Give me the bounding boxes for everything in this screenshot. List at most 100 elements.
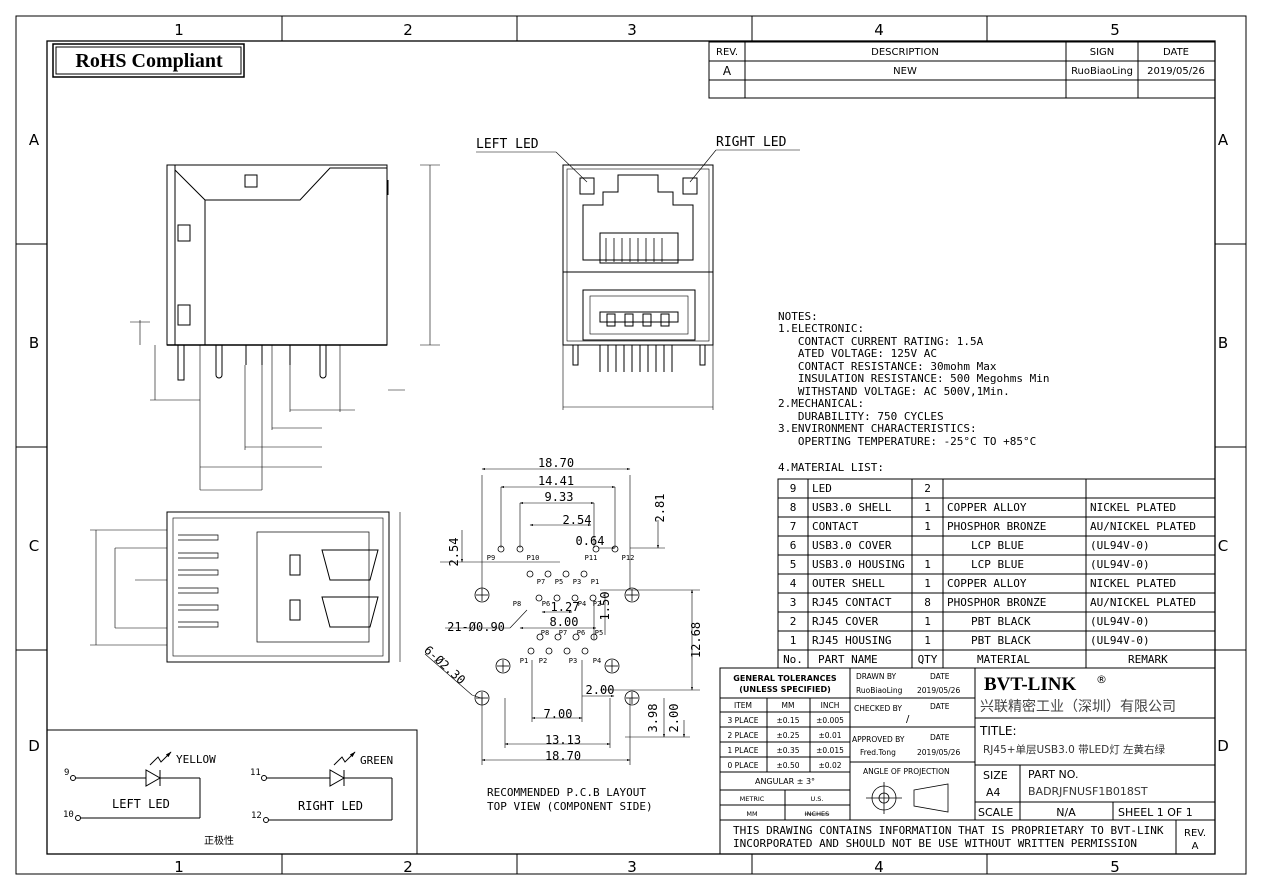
pin-p1: P1 <box>591 578 599 586</box>
pin-p7: P7 <box>537 578 545 586</box>
zone-col-3-top: 3 <box>627 21 637 39</box>
rohs-label: RoHS Compliant <box>75 50 223 72</box>
approved-by-name: Fred.Tong <box>860 748 896 757</box>
tol-header-item: ITEM <box>734 701 752 710</box>
pin-9-label: 9 <box>64 768 69 778</box>
material-row-7-col-2: 1 <box>924 520 931 533</box>
zone-row-d-left: D <box>28 737 40 755</box>
rj-pin-p5: P5 <box>595 629 603 637</box>
dim-18-70-top: 18.70 <box>538 456 574 470</box>
material-row-1-col-2: 1 <box>924 634 931 647</box>
material-row-7-col-4: AU/NICKEL PLATED <box>1090 520 1196 533</box>
title-label: TITLE: <box>979 724 1017 738</box>
title-rev-label: REV. <box>1184 828 1206 839</box>
notes-line-4: CONTACT RESISTANCE: 30mohm Max <box>778 360 997 373</box>
zone-col-1-bottom: 1 <box>174 858 184 876</box>
rj-pin-p6: P6 <box>577 629 585 637</box>
material-header-col-0: No. <box>783 653 803 666</box>
pin-12-label: 12 <box>251 811 262 821</box>
rj-pin-p1: P1 <box>520 657 528 665</box>
dim-14-41: 14.41 <box>538 474 574 488</box>
tol-1-place: 1 PLACE <box>727 746 758 755</box>
led-schematic: YELLOW GREEN LEFT LED RIGHT LED 9 10 11 … <box>46 729 418 855</box>
company-logo-reg: ® <box>1096 673 1107 686</box>
material-row-1-col-3: PBT BLACK <box>971 634 1031 647</box>
notes-line-1: 1.ELECTRONIC: <box>778 322 864 335</box>
tol-2-place-mm: ±0.25 <box>777 731 800 740</box>
tol-3-place-inch: ±0.005 <box>816 716 844 725</box>
notes-line-9: 3.ENVIRONMENT CHARACTERISTICS: <box>778 422 977 435</box>
dim-2-54-vertical: 2.54 <box>447 538 461 567</box>
material-row-8-col-0: 8 <box>789 501 797 514</box>
schematic-left-led-label: LEFT LED <box>112 797 170 811</box>
dim-12-68: 12.68 <box>689 622 703 658</box>
size-label: SIZE <box>983 769 1008 782</box>
zone-col-3-bottom: 3 <box>627 858 637 876</box>
notes-line-8: DURABILITY: 750 CYCLES <box>778 410 944 423</box>
holes-21-label: 21-Ø0.90 <box>447 620 505 634</box>
material-row-6-col-4: (UL94V-0) <box>1090 539 1150 552</box>
tol-1-place-mm: ±0.35 <box>777 746 800 755</box>
notes-line-6: WITHSTAND VOLTAGE: AC 500V,1Min. <box>778 385 1010 398</box>
tolerances-title-1: GENERAL TOLERANCES <box>733 674 837 683</box>
tol-1-place-inch: ±0.015 <box>816 746 844 755</box>
material-row-9-col-0: 9 <box>789 482 797 495</box>
holes-6-label: 6-Ø2.30 <box>421 643 468 687</box>
dim-2-81: 2.81 <box>653 494 667 523</box>
pcb-caption-2: TOP VIEW (COMPONENT SIDE) <box>487 800 653 813</box>
company-chinese-name: 兴联精密工业（深圳）有限公司 <box>980 698 1176 715</box>
material-row-5-col-4: (UL94V-0) <box>1090 558 1150 571</box>
material-row-9-col-1: LED <box>812 482 832 495</box>
rj-pin-p3: P3 <box>569 657 577 665</box>
approved-date: 2019/05/26 <box>917 748 960 757</box>
inches-label: INCHES <box>805 810 829 818</box>
tol-header-inch: INCH <box>821 701 840 710</box>
sign-value: RuoBiaoLing <box>1071 66 1133 77</box>
material-header-col-4: REMARK <box>1128 653 1168 666</box>
tol-3-place: 3 PLACE <box>727 716 758 725</box>
tol-2-place-inch: ±0.01 <box>819 731 842 740</box>
material-row-6-col-1: USB3.0 COVER <box>812 539 892 552</box>
material-row-7-col-0: 7 <box>789 520 797 533</box>
proprietary-line-1: THIS DRAWING CONTAINS INFORMATION THAT I… <box>733 824 1164 837</box>
dim-8-00: 8.00 <box>550 615 579 629</box>
tol-2-place: 2 PLACE <box>727 731 758 740</box>
tolerances-title-2: (UNLESS SPECIFIED) <box>739 685 831 694</box>
metric-label: METRIC <box>740 795 765 803</box>
material-row-5-col-0: 5 <box>789 558 797 571</box>
dim-13-13: 13.13 <box>545 733 581 747</box>
material-row-7-col-1: CONTACT <box>812 520 859 533</box>
material-row-7-col-3: PHOSPHOR BRONZE <box>947 520 1047 533</box>
zone-row-b-left: B <box>29 334 39 352</box>
material-list-table <box>777 478 1216 669</box>
dim-2-00-horizontal: 2.00 <box>586 683 615 697</box>
material-row-3-col-2: 8 <box>924 596 931 609</box>
material-row-5-col-3: LCP BLUE <box>971 558 1024 571</box>
pin-11-label: 11 <box>250 768 261 778</box>
pin-p11: P11 <box>585 554 598 562</box>
date-header: DATE <box>1163 47 1189 58</box>
proprietary-line-2: INCORPORATED AND SHOULD NOT BE USE WITHO… <box>733 837 1137 850</box>
side-view <box>130 164 440 491</box>
material-row-8-col-3: COPPER ALLOY <box>947 501 1027 514</box>
pin-p2: P2 <box>593 600 601 608</box>
material-row-8-col-4: NICKEL PLATED <box>1090 501 1177 514</box>
size-value: A4 <box>986 786 1001 799</box>
material-row-4-col-4: NICKEL PLATED <box>1090 577 1177 590</box>
zone-row-a-left: A <box>29 131 40 149</box>
material-row-1-col-0: 1 <box>789 634 797 647</box>
zone-col-2-bottom: 2 <box>403 858 413 876</box>
sheet-label: SHEEL 1 OF 1 <box>1118 806 1193 819</box>
front-view: LEFT LED RIGHT LED <box>476 135 800 410</box>
notes-line-3: ATED VOLTAGE: 125V AC <box>778 347 937 360</box>
angular-tolerance: ANGULAR ± 3° <box>755 777 815 786</box>
zone-col-5-bottom: 5 <box>1110 858 1120 876</box>
dim-2-00-vertical: 2.00 <box>667 704 681 733</box>
rj-pin-p8: P8 <box>541 629 549 637</box>
rj-pin-p4: P4 <box>593 657 601 665</box>
dim-3-98: 3.98 <box>646 704 660 733</box>
material-list-title: 4.MATERIAL LIST: <box>778 461 884 474</box>
material-row-3-col-0: 3 <box>789 596 797 609</box>
material-row-1-col-4: (UL94V-0) <box>1090 634 1150 647</box>
zone-col-4-top: 4 <box>874 21 884 39</box>
